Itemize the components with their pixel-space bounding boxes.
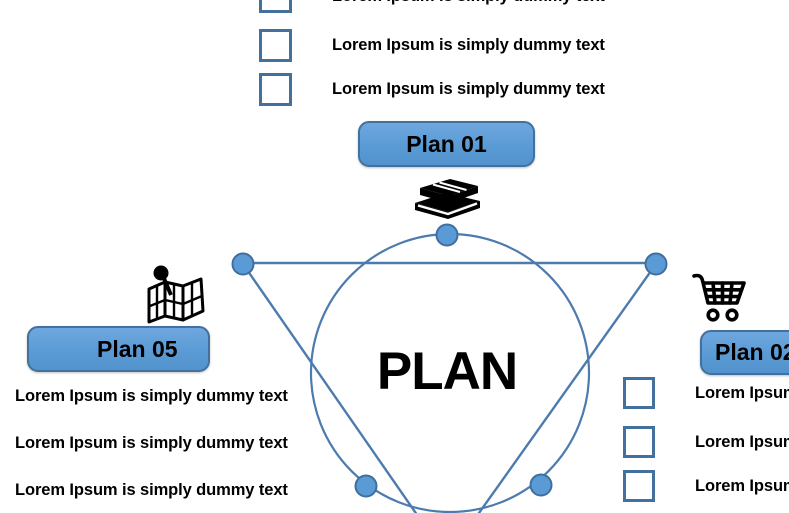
node-dot-left xyxy=(231,252,255,276)
plan-02-label: Plan 02 xyxy=(715,339,789,365)
node-dot-bottom-right xyxy=(529,473,553,497)
checklist-row: Lorem Ipsum is simply dummy text xyxy=(259,0,779,13)
plan-05-item-label: Lorem Ipsum is simply dummy text xyxy=(15,386,288,405)
checklist-item-label: Lorem Ipsum is simply dummy text xyxy=(695,476,789,495)
text-row: Lorem Ipsum is simply dummy text xyxy=(15,432,335,454)
checklist-item-label: Lorem Ipsum is simply dummy text xyxy=(695,383,789,402)
checkbox[interactable] xyxy=(623,470,655,502)
cart-body xyxy=(692,273,746,305)
checklist-row: Lorem Ipsum is simply dummy text xyxy=(259,29,779,62)
checklist-item-label: Lorem Ipsum is simply dummy text xyxy=(332,80,605,98)
text-row: Lorem Ipsum is simply dummy text xyxy=(15,385,335,407)
checkbox[interactable] xyxy=(259,73,292,106)
map-pin-head xyxy=(153,265,169,281)
plan-01-label: Plan 01 xyxy=(406,130,487,157)
books-icon xyxy=(408,176,482,225)
shopping-cart-icon xyxy=(691,270,750,325)
checklist-row: Lorem Ipsum is simply dummy text xyxy=(623,377,789,409)
map-grid-lines xyxy=(149,282,203,319)
map-icon xyxy=(144,265,210,325)
plan-05-item-label: Lorem Ipsum is simply dummy text xyxy=(15,433,288,452)
text-row: Lorem Ipsum is simply dummy text xyxy=(15,479,335,501)
books-icon-shapes xyxy=(415,179,480,219)
plan-02-button[interactable]: Plan 02 xyxy=(700,330,789,375)
triangle-right-line xyxy=(477,263,657,513)
plan-center-label: PLAN xyxy=(376,341,518,401)
node-dot-right xyxy=(644,252,668,276)
cart-wheel-right xyxy=(725,308,739,322)
checklist-item-label: Lorem Ipsum is simply dummy text xyxy=(332,0,605,6)
plan-05-button[interactable]: Plan 05 xyxy=(27,326,210,372)
plan-05-item-label: Lorem Ipsum is simply dummy text xyxy=(15,480,288,499)
checklist-item-label: Lorem Ipsum is simply dummy text xyxy=(695,432,789,451)
checkbox[interactable] xyxy=(259,29,292,62)
triangle-left-line xyxy=(242,263,418,513)
checklist-row: Lorem Ipsum is simply dummy text xyxy=(623,426,789,458)
checkbox[interactable] xyxy=(623,426,655,458)
node-dot-bottom-left xyxy=(354,474,378,498)
plan-05-label: Plan 05 xyxy=(97,335,178,362)
cart-wheel-left xyxy=(706,308,720,322)
checkbox[interactable] xyxy=(259,0,292,13)
checkbox[interactable] xyxy=(623,377,655,409)
checklist-item-label: Lorem Ipsum is simply dummy text xyxy=(332,36,605,54)
plan-01-button[interactable]: Plan 01 xyxy=(358,121,535,167)
checklist-row: Lorem Ipsum is simply dummy text xyxy=(623,470,789,502)
map-pin-tail xyxy=(161,275,173,296)
node-dot-top xyxy=(435,223,459,247)
checklist-row: Lorem Ipsum is simply dummy text xyxy=(259,73,779,106)
